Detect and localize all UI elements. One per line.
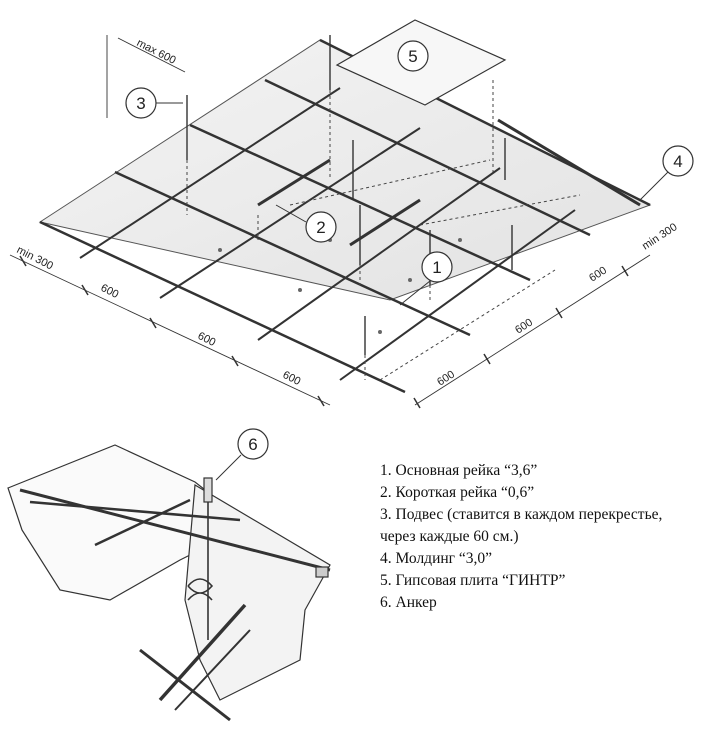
molding-end [315, 566, 329, 578]
dim-min-300-right: min 300 [640, 221, 679, 252]
ceiling-tiles-surface [38, 39, 652, 301]
callout-6-number: 6 [248, 435, 257, 454]
detail-panel-left [7, 444, 252, 601]
legend-item-4: 4. Молдинг “3,0” [380, 550, 493, 567]
dim-max-600: max 600 [135, 37, 178, 67]
callout-6: 6 [215, 428, 269, 481]
callout-2: 2 [275, 204, 337, 243]
callout-5: 5 [397, 40, 429, 72]
callout-3-number: 3 [136, 94, 145, 113]
ceiling-grid [38, 19, 652, 394]
rail-slots [218, 238, 462, 334]
dim-600-right-2: 600 [513, 316, 535, 336]
dim-600-right-1: 600 [435, 368, 457, 388]
projection-lines [186, 80, 581, 381]
callout-5-number: 5 [408, 47, 417, 66]
legend-item-1: 1. Основная рейка “3,6” [380, 462, 538, 479]
dimension-lines [9, 35, 651, 406]
callout-1-number: 1 [432, 258, 441, 277]
legend-list: 1. Основная рейка “3,6” 2. Короткая рейк… [380, 460, 715, 614]
callout-1: 1 [399, 251, 453, 306]
hanger-spring [187, 578, 214, 601]
dim-600-left-3: 600 [281, 369, 303, 388]
dim-600-left-2: 600 [196, 330, 218, 349]
molding-strip [497, 118, 641, 207]
callout-4-number: 4 [673, 152, 682, 171]
callout-3: 3 [125, 87, 183, 119]
dimension-ticks [19, 255, 629, 409]
legend-item-2: 2. Короткая рейка “0,6” [380, 484, 535, 501]
anchor-head [203, 477, 213, 503]
loose-short-rails [257, 158, 421, 247]
callout-2-number: 2 [316, 218, 325, 237]
legend-item-6: 6. Анкер [380, 594, 437, 611]
detail-view [7, 444, 331, 722]
legend-item-3: 3. Подвес (ставится в каждом перекрестье… [380, 506, 663, 523]
dim-600-right-3: 600 [587, 264, 609, 284]
legend-item-3-cont: через каждые 60 см.) [380, 528, 519, 545]
callout-4: 4 [639, 145, 694, 201]
legend-item-5: 5. Гипсовая плита “ГИНТР” [380, 572, 566, 589]
